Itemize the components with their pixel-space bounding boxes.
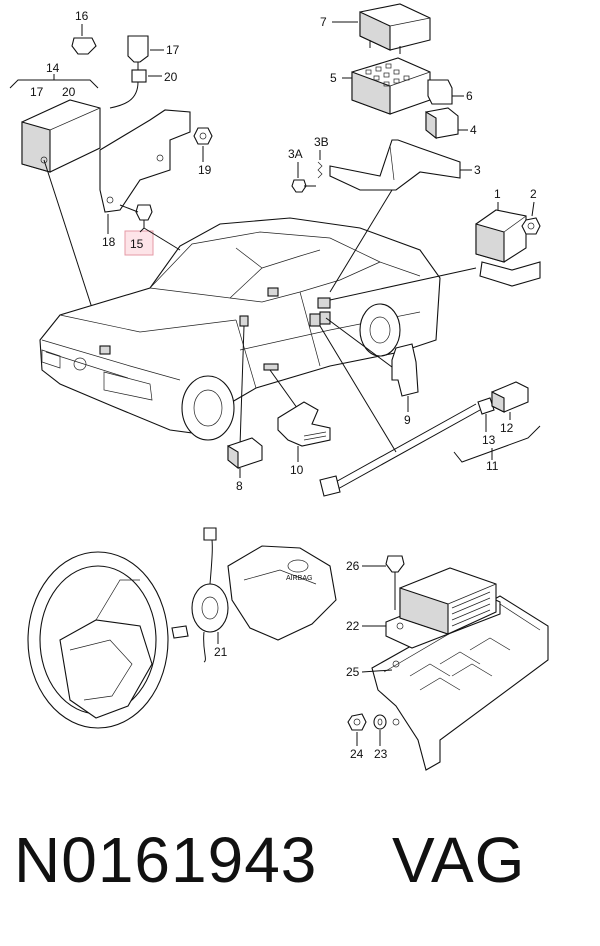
callout-25: 25 [346, 665, 360, 679]
callout-16: 16 [75, 9, 89, 23]
callout-26: 26 [346, 559, 360, 573]
callout-3b: 3B [314, 135, 329, 149]
crash-sensor-assembly [9, 35, 213, 346]
part-number: N0161943 [14, 824, 318, 896]
lower-car-parts [227, 343, 541, 497]
parts-diagram: 16 17 20 14 17 20 19 18 15 [9, 3, 549, 771]
callout-19: 19 [198, 163, 212, 177]
relay-group [291, 3, 541, 287]
callout-22: 22 [346, 619, 360, 633]
callout-17-top: 17 [166, 43, 180, 57]
callout-11: 11 [486, 459, 499, 473]
callout-21: 21 [214, 645, 228, 659]
callout-24: 24 [350, 747, 364, 761]
brand-name: VAG [392, 824, 526, 896]
callout-7: 7 [320, 15, 327, 29]
callout-14: 14 [46, 61, 60, 75]
callout-4: 4 [470, 123, 477, 137]
airbag-control-unit-assembly [347, 555, 549, 771]
callout-1: 1 [494, 187, 501, 201]
callout-5: 5 [330, 71, 337, 85]
steering-wheel-assembly: AIRBAG [27, 527, 337, 729]
callout-2: 2 [530, 187, 537, 201]
callout-3: 3 [474, 163, 481, 177]
callout-13: 13 [482, 433, 496, 447]
callout-10: 10 [290, 463, 304, 477]
callout-15-highlight [124, 230, 154, 256]
callout-3a: 3A [288, 147, 303, 161]
callout-6: 6 [466, 89, 473, 103]
airbag-emblem: AIRBAG [286, 575, 312, 582]
callout-15: 15 [130, 237, 144, 251]
callout-18: 18 [102, 235, 116, 249]
callout-9: 9 [404, 413, 411, 427]
callout-20-top: 20 [164, 70, 178, 84]
callout-17-bracket: 17 [30, 85, 44, 99]
callout-20-bracket: 20 [62, 85, 76, 99]
callout-23: 23 [374, 747, 388, 761]
callout-12: 12 [500, 421, 514, 435]
callout-8: 8 [236, 479, 243, 493]
car-outline [39, 217, 441, 441]
